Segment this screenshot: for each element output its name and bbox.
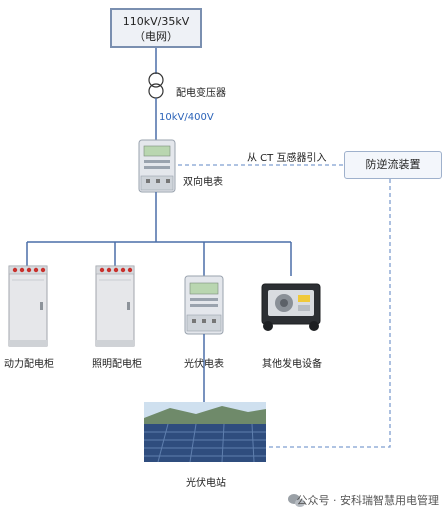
anti-reverse-device-box: 防逆流装置 bbox=[344, 151, 442, 179]
grid-source-box: 110kV/35kV （电网） bbox=[110, 8, 202, 48]
bidirectional-meter-icon bbox=[138, 139, 176, 193]
pv-meter-icon bbox=[184, 275, 224, 335]
voltage-label: 10kV/400V bbox=[159, 112, 214, 123]
power-cabinet-label: 动力配电柜 bbox=[4, 359, 54, 370]
control-dashed-line bbox=[268, 179, 391, 448]
grid-voltage-text: 110kV/35kV bbox=[122, 15, 190, 28]
power-cabinet-icon bbox=[8, 265, 48, 347]
pv-meter-label: 光伏电表 bbox=[184, 359, 224, 370]
wechat-icon bbox=[288, 494, 305, 507]
lighting-cabinet-label: 照明配电柜 bbox=[92, 359, 142, 370]
grid-label-text: （电网） bbox=[134, 30, 178, 43]
bidirectional-meter-label: 双向电表 bbox=[183, 177, 223, 188]
transformer-label: 配电变压器 bbox=[176, 88, 226, 99]
pv-station-label: 光伏电站 bbox=[186, 478, 226, 489]
generator-icon bbox=[261, 283, 321, 331]
transformer-icon bbox=[148, 72, 164, 99]
lighting-cabinet-icon bbox=[95, 265, 135, 347]
footer-credit: 公众号 · 安科瑞智慧用电管理 bbox=[296, 494, 440, 507]
generator-label: 其他发电设备 bbox=[262, 359, 322, 370]
pv-station-image bbox=[144, 402, 266, 463]
ct-label: 从 CT 互感器引入 bbox=[247, 153, 327, 164]
anti-reverse-device-label: 防逆流装置 bbox=[365, 158, 421, 171]
